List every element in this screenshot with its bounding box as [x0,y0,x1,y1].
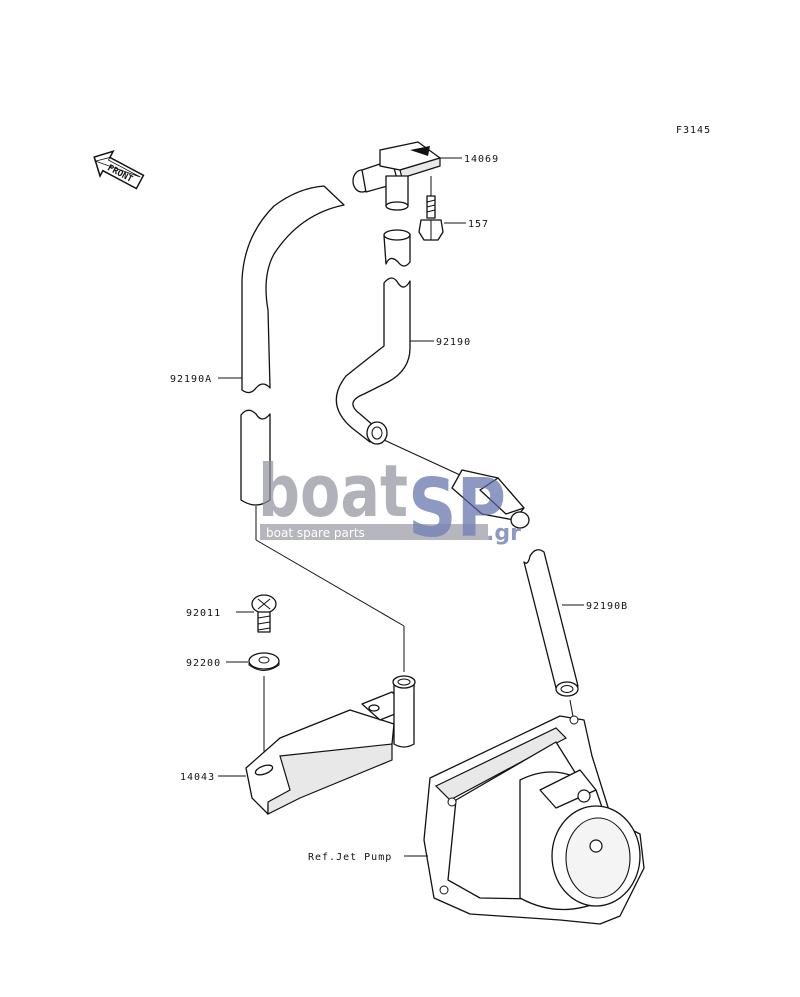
callout-14043: 14043 [180,772,215,783]
bracket-14043 [245,675,416,815]
callout-92190B: 92190B [586,601,628,612]
callout-92190: 92190 [436,337,471,348]
front-arrow-icon: FRONT [93,150,145,190]
bolt-157 [418,195,444,241]
hose-92190B [523,549,579,697]
watermark-brand-accent: SP [408,462,506,555]
callout-ref-jet-pump: Ref.Jet Pump [308,852,392,863]
callout-14069: 14069 [464,154,499,165]
figure-code: F3145 [676,125,711,136]
callout-92200: 92200 [186,658,221,669]
screw-92011 [251,594,277,633]
washer-92200 [248,652,280,671]
watermark-tagline-bar [260,524,488,540]
watermark-brand-main: boat [258,449,408,533]
hose-joint [451,469,530,529]
hose-92190 [335,229,411,445]
watermark: boat SP .gr boat spare parts [258,449,521,555]
elbow-fitting-14069 [352,141,441,211]
watermark-tagline: boat spare parts [266,526,365,540]
jet-pump [423,715,645,925]
callout-92190A: 92190A [170,374,212,385]
callout-157: 157 [468,219,489,230]
callout-92011: 92011 [186,608,221,619]
hose-92190A [240,185,345,506]
watermark-brand-suffix: .gr [486,521,521,546]
